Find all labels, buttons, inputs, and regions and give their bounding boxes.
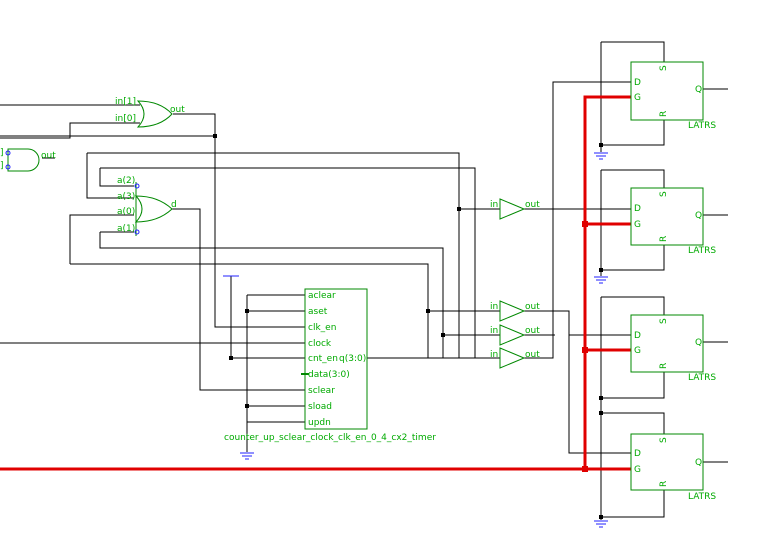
or-mid-a2-label: a(2): [117, 176, 135, 186]
latch2-s-label: S: [659, 191, 669, 197]
latch2-r-label: R: [659, 236, 669, 242]
or-mid-out-label: d: [171, 200, 177, 210]
buf1-out-label: out: [525, 200, 540, 210]
buf3-out-label: out: [525, 326, 540, 336]
and-left-in-a-label: ]: [0, 148, 4, 158]
latch4-s-label: S: [659, 437, 669, 443]
latch3-name-label: LATRS: [688, 373, 716, 383]
counter-port-q: q(3:0): [339, 354, 366, 364]
latch4-q-label: Q: [695, 458, 702, 468]
and-gate-left[interactable]: [5, 148, 40, 172]
latch1-d-label: D: [634, 78, 641, 88]
buf4-in-label: in: [490, 350, 498, 360]
latch-4[interactable]: [630, 433, 704, 491]
latch3-d-label: D: [634, 331, 641, 341]
counter-name-label: counter_up_sclear_clock_clk_en_0_4_cx2_t…: [224, 433, 436, 443]
latch-1[interactable]: [630, 61, 704, 121]
latch-3[interactable]: [630, 314, 704, 373]
or-mid-a3-label: a(3): [117, 192, 135, 202]
latch1-name-label: LATRS: [688, 121, 716, 131]
counter-block[interactable]: [301, 288, 368, 430]
latch4-name-label: LATRS: [688, 492, 716, 502]
counter-port-cnt-en: cnt_en: [308, 354, 338, 364]
counter-port-aclear: aclear: [308, 291, 336, 301]
latch1-r-label: R: [659, 111, 669, 117]
latch3-g-label: G: [634, 346, 641, 356]
latch2-g-label: G: [634, 220, 641, 230]
latch2-d-label: D: [634, 204, 641, 214]
latch3-r-label: R: [659, 363, 669, 369]
or-top-in0-label: in[0]: [115, 114, 136, 124]
latch4-g-label: G: [634, 465, 641, 475]
buf2-in-label: in: [490, 302, 498, 312]
counter-port-clk-en: clk_en: [308, 323, 336, 333]
buffer-4[interactable]: [499, 347, 526, 369]
and-left-in-b-label: ]: [0, 161, 4, 171]
or-mid-a1-label: a(1): [117, 224, 135, 234]
and-left-out-label: out: [41, 151, 56, 161]
buf2-out-label: out: [525, 302, 540, 312]
buf3-in-label: in: [490, 326, 498, 336]
counter-port-sclear: sclear: [308, 386, 335, 396]
or-gate-top[interactable]: [136, 100, 173, 128]
counter-port-updn: updn: [308, 418, 331, 428]
counter-port-clock: clock: [308, 339, 332, 349]
latch1-q-label: Q: [695, 85, 702, 95]
counter-port-data: data(3:0): [308, 370, 350, 380]
buffer-2[interactable]: [499, 300, 526, 322]
ground-symbols: [240, 152, 608, 528]
latch-2[interactable]: [630, 187, 704, 246]
buf4-out-label: out: [525, 350, 540, 360]
latch1-g-label: G: [634, 93, 641, 103]
latch4-r-label: R: [659, 481, 669, 487]
latch2-q-label: Q: [695, 211, 702, 221]
labels: in[1] in[0] out ] ] out a(2) a(3) a(0) a…: [0, 65, 716, 502]
counter-port-sload: sload: [308, 402, 332, 412]
or-mid-a0-label: a(0): [117, 207, 135, 217]
or-top-in1-label: in[1]: [115, 97, 136, 107]
wires: [0, 41, 728, 520]
or-gate-middle[interactable]: [134, 182, 173, 236]
buffer-3[interactable]: [499, 324, 526, 346]
counter-port-aset: aset: [308, 307, 328, 317]
junctions: [213, 134, 603, 519]
latch3-s-label: S: [659, 318, 669, 324]
red-wires: [0, 95, 631, 471]
buf1-in-label: in: [490, 200, 498, 210]
latch2-name-label: LATRS: [688, 246, 716, 256]
latch1-s-label: S: [659, 65, 669, 71]
latch3-q-label: Q: [695, 338, 702, 348]
or-top-out-label: out: [170, 105, 185, 115]
buffer-1[interactable]: [499, 198, 526, 220]
latch4-d-label: D: [634, 449, 641, 459]
